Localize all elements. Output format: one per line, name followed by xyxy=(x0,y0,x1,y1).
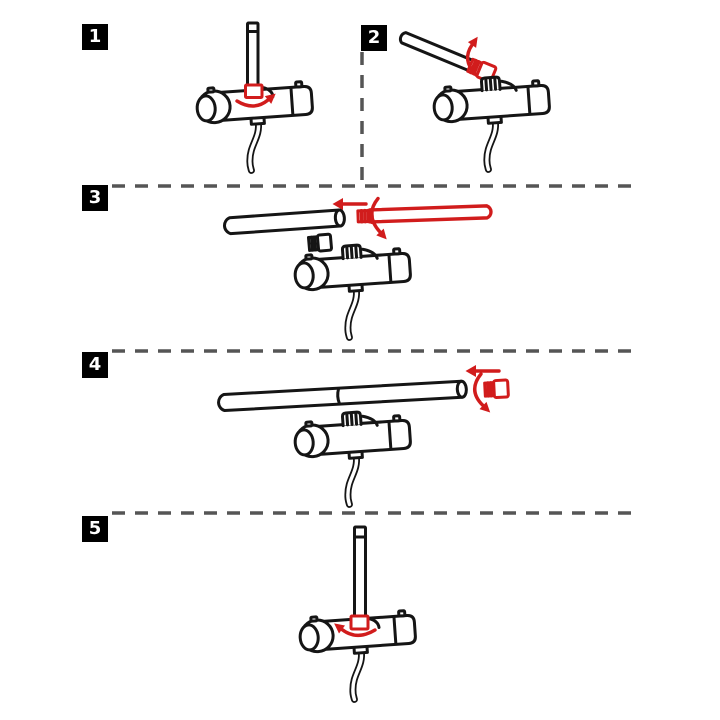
step-3-badge: 3 xyxy=(82,185,108,211)
rotate-left-arrow-icon xyxy=(334,623,377,638)
step-2-badge: 2 xyxy=(361,25,387,51)
rotate-right-arrow-icon xyxy=(235,93,276,108)
step-3-illustration xyxy=(223,196,493,341)
step-3-label: 3 xyxy=(88,187,102,208)
pipe-joint-line xyxy=(336,387,341,406)
step-2-illustration xyxy=(398,31,554,173)
step-1-label: 1 xyxy=(88,26,102,47)
step-4-badge: 4 xyxy=(82,352,108,378)
faucet-icon xyxy=(293,409,414,508)
detached-pipe-icon xyxy=(398,31,498,84)
step-4-illustration xyxy=(217,365,510,508)
pipe-section-icon xyxy=(223,208,346,236)
step-5-label: 5 xyxy=(88,518,102,539)
step-1-badge: 1 xyxy=(82,24,108,50)
step-4-label: 4 xyxy=(88,354,102,375)
step-2-label: 2 xyxy=(367,27,381,48)
unscrew-rotation-arrow-icon xyxy=(465,36,478,77)
union-collar-highlight-icon xyxy=(244,83,264,99)
step-5-badge: 5 xyxy=(82,516,108,542)
wall-bracket-arc xyxy=(367,617,381,629)
insert-left-arrow-icon xyxy=(332,198,368,210)
screw-rotation-arrow-icon xyxy=(370,196,387,240)
step-5-illustration xyxy=(299,525,420,703)
threaded-adapter-highlight-icon xyxy=(483,378,510,400)
screw-rotation-arrow-icon xyxy=(473,372,491,413)
union-collar-highlight-icon xyxy=(349,614,370,631)
section-separators xyxy=(112,52,632,515)
joined-long-pipe-icon xyxy=(217,379,468,413)
step-1-illustration xyxy=(196,21,317,174)
extension-pipe-highlight-icon xyxy=(356,204,493,225)
loose-nut-icon xyxy=(306,232,333,253)
faucet-icon xyxy=(432,74,553,173)
insert-left-arrow-icon xyxy=(465,365,501,377)
vertical-pipe-icon xyxy=(353,525,367,618)
faucet-icon xyxy=(293,242,414,341)
